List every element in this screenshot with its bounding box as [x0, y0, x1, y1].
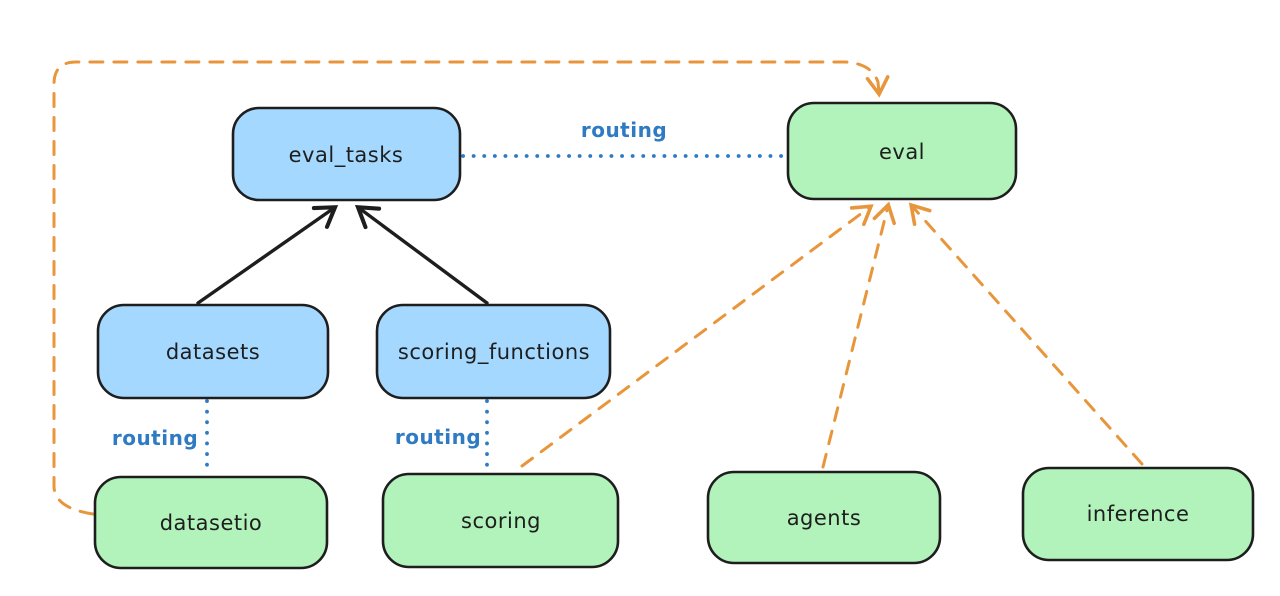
- node-inference-label: inference: [1087, 502, 1190, 526]
- edge-scoring-to-eval: [520, 204, 874, 468]
- node-scoring: scoring: [381, 472, 620, 569]
- node-datasetio: datasetio: [93, 475, 329, 570]
- node-scoring-functions: scoring_functions: [375, 303, 612, 400]
- node-datasetio-label: datasetio: [160, 511, 263, 535]
- edge-datasetio-to-eval: [52, 60, 890, 516]
- edge-inference-to-eval: [908, 202, 1144, 466]
- node-datasets: datasets: [96, 303, 330, 400]
- node-eval-tasks-box: [231, 106, 462, 202]
- node-inference: inference: [1021, 466, 1255, 562]
- node-agents: agents: [706, 470, 942, 565]
- node-eval: eval: [786, 101, 1018, 201]
- node-agents-label: agents: [787, 506, 862, 530]
- node-scoring-functions-box: [375, 303, 612, 400]
- node-scoring-functions-label: scoring_functions: [398, 340, 590, 365]
- edge-label-routing-top: routing: [581, 118, 667, 142]
- node-datasetio-box: [93, 475, 329, 570]
- node-eval-tasks: eval_tasks: [231, 106, 462, 202]
- edge-label-routing-left: routing: [112, 426, 198, 450]
- node-inference-box: [1021, 466, 1255, 562]
- node-eval-box: [786, 101, 1018, 201]
- node-scoring-label: scoring: [461, 509, 541, 533]
- edge-datasets-to-eval-tasks: [196, 205, 339, 305]
- edge-label-routing-middle: routing: [395, 425, 481, 449]
- edge-agents-to-eval: [821, 201, 896, 469]
- node-datasets-label: datasets: [166, 340, 260, 364]
- node-scoring-box: [381, 472, 620, 569]
- edge-scoring-functions-to-eval-tasks: [354, 204, 489, 305]
- node-eval-label: eval: [879, 140, 925, 164]
- node-eval-tasks-label: eval_tasks: [289, 143, 404, 168]
- node-agents-box: [706, 470, 942, 565]
- node-datasets-box: [96, 303, 330, 400]
